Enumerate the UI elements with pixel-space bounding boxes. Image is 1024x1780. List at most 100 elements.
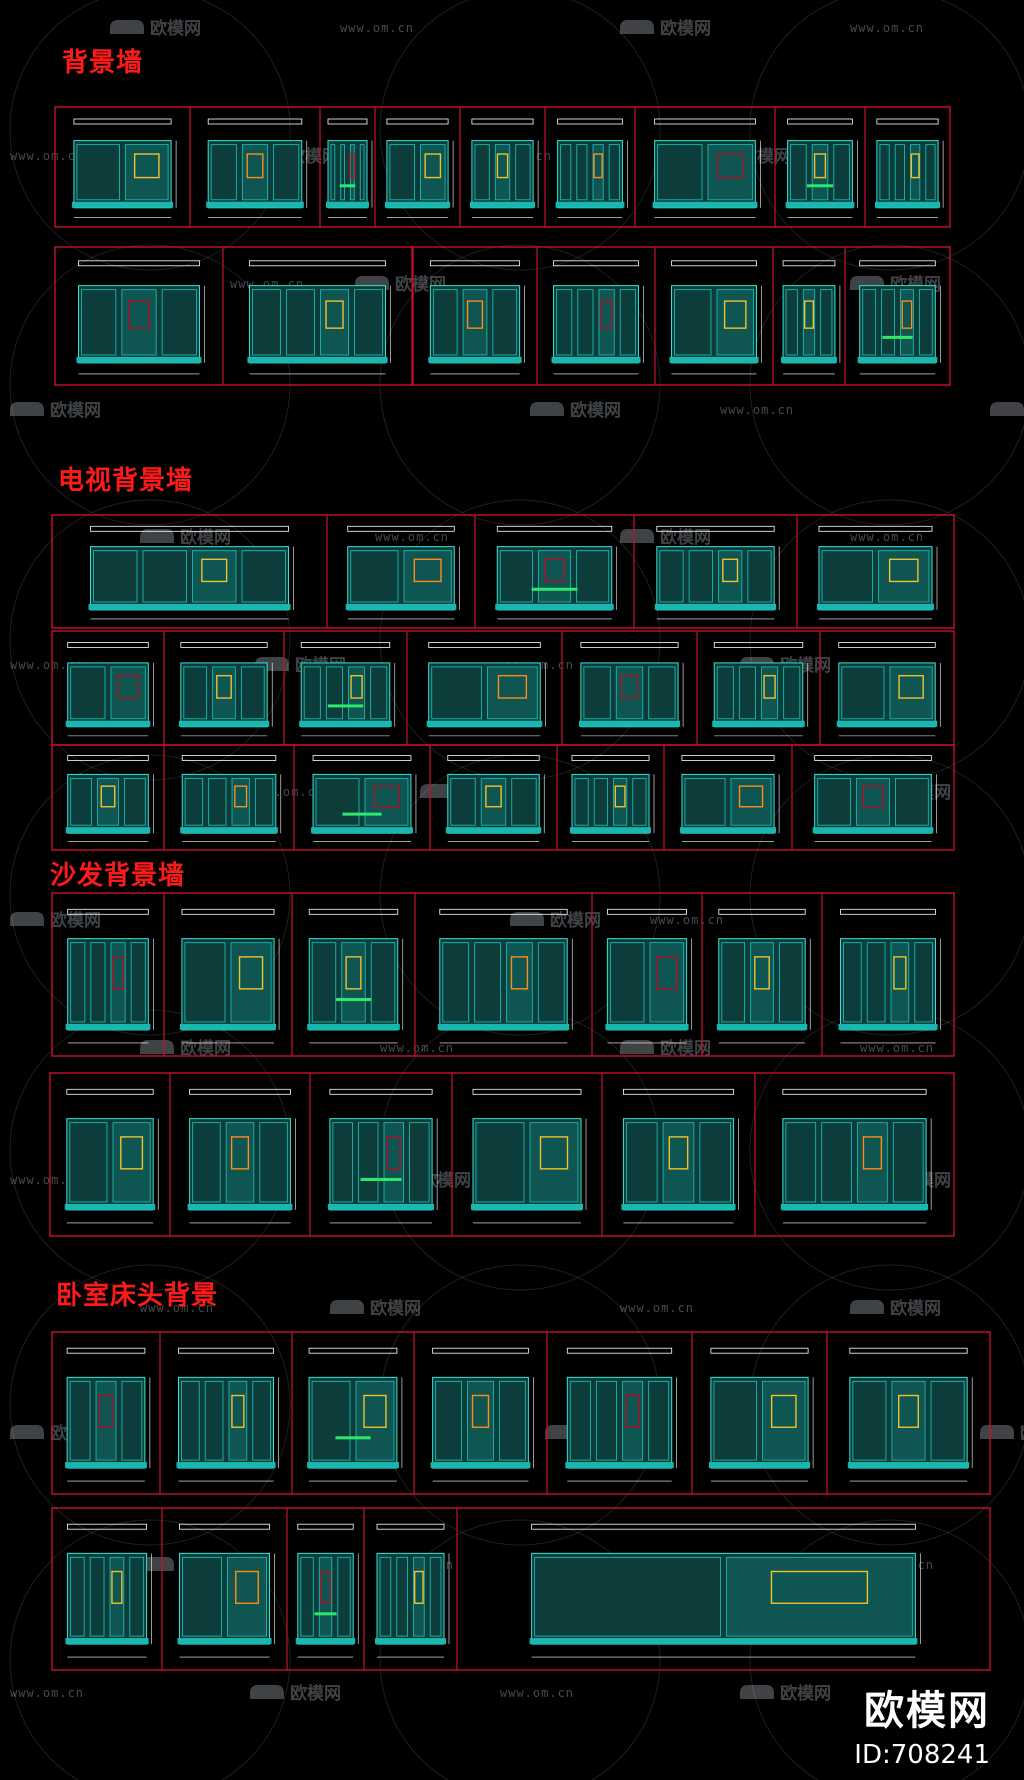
wall-outline (177, 1376, 275, 1469)
wall-panel (181, 1380, 200, 1461)
watermark-arc (379, 1519, 661, 1780)
watermark-arc (9, 1519, 291, 1780)
plan-line (327, 118, 368, 125)
wall-panel (890, 942, 910, 1023)
wall-panel (231, 777, 250, 826)
skirting (708, 1462, 811, 1469)
wall-panel (515, 144, 531, 201)
skirting (187, 1203, 293, 1210)
skirting (669, 356, 759, 363)
wall-panel (192, 550, 237, 603)
watermark-logo: 欧模网 (110, 18, 201, 39)
feature-frame (231, 1394, 245, 1428)
wall-panel (817, 777, 852, 826)
wall-elevation (64, 1088, 159, 1224)
watermark-logo: 欧模网 (10, 400, 101, 421)
skirting (179, 1023, 277, 1030)
skirting (375, 1638, 446, 1645)
watermark-arc (9, 0, 291, 271)
drawing-row (54, 106, 951, 228)
wall-panel (420, 144, 446, 201)
watermark-arc (379, 754, 661, 1036)
wall-panel (432, 289, 458, 356)
wall-panel (125, 144, 169, 201)
wall-panel (821, 1122, 852, 1203)
wall-panel (409, 1122, 430, 1203)
wall-panel (225, 1122, 255, 1203)
plan-line (553, 260, 639, 267)
wall-panel (311, 1380, 351, 1461)
wall-panel (332, 1122, 353, 1203)
wall-panel (383, 1122, 405, 1203)
plan-line (580, 642, 679, 648)
wall-panel (480, 777, 507, 826)
row-frame (51, 744, 955, 851)
wall-panel (707, 144, 753, 201)
watermark-logo-text: 欧模网 (150, 18, 201, 39)
wall-outline (300, 662, 391, 728)
wall-panel (462, 289, 488, 356)
skirting (495, 603, 614, 610)
wall-panel (892, 1122, 924, 1203)
skirting (565, 1462, 674, 1469)
wall-panel (688, 550, 713, 603)
green-marker (335, 1436, 371, 1440)
wall-elevation (578, 642, 684, 737)
watermark-logo: 欧模网 (620, 527, 711, 548)
wall-panel (593, 777, 608, 826)
watermark-logo-text: 欧模网 (290, 1683, 341, 1704)
plan-line (329, 1088, 433, 1095)
wall-panel (403, 550, 452, 603)
watermark-logo: 欧模网 (530, 400, 621, 421)
wall-panel (492, 289, 518, 356)
wall-elevation (437, 908, 573, 1044)
wall-elevation (471, 1088, 587, 1224)
row-frame (51, 1507, 991, 1671)
feature-frame (803, 300, 815, 329)
wall-panel (648, 1380, 670, 1461)
wall-elevation (247, 260, 391, 375)
drawing-row (49, 1072, 955, 1237)
plan-line (312, 755, 412, 761)
wall-panel (576, 550, 610, 603)
plan-line (838, 642, 936, 648)
wall-panel (762, 1380, 806, 1461)
wall-elevation (88, 525, 294, 620)
plan-line (782, 260, 836, 267)
feature-frame (668, 1136, 689, 1170)
watermark-url-text: www.om.cn (10, 1173, 84, 1187)
wall-panel (370, 942, 396, 1023)
wall-panel (311, 942, 337, 1023)
row-frame (51, 892, 955, 1057)
wall-panel (90, 942, 106, 1023)
sofa-logo-icon (330, 1300, 364, 1314)
wall-elevation (621, 1088, 739, 1224)
feature-frame (888, 558, 919, 583)
drawing-row (51, 1507, 991, 1671)
wall-elevation (529, 1523, 921, 1658)
wall-panel (894, 777, 929, 826)
wall-panel (891, 1380, 926, 1461)
section-title-tv-wall: 电视背景墙 (58, 466, 194, 496)
wall-panel (750, 942, 774, 1023)
wall-panel (608, 144, 620, 201)
wall-panel (613, 777, 628, 826)
watermark-logo: 欧模网 (510, 910, 601, 931)
sofa-logo-icon (10, 1425, 44, 1439)
watermark-logo-text: 欧模网 (370, 1298, 421, 1319)
skirting (857, 356, 938, 363)
feature-frame (510, 956, 529, 990)
feature-frame (770, 1570, 869, 1604)
skirting (307, 1462, 399, 1469)
wall-panel (802, 289, 816, 356)
skirting (65, 1462, 147, 1469)
wall-panel (97, 777, 119, 826)
wall-panel (576, 144, 588, 201)
plan-line (181, 908, 275, 915)
skirting (569, 827, 652, 834)
feature-frame (901, 300, 913, 329)
wall-elevation (345, 525, 460, 620)
plan-line (179, 1523, 270, 1530)
wall-panel (450, 777, 476, 826)
